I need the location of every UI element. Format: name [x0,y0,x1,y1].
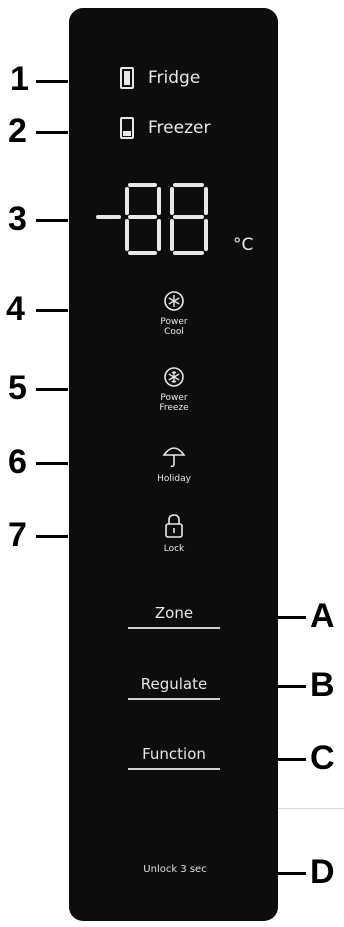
holiday-indicator: Holiday [144,443,204,484]
power-freeze-icon [164,367,184,387]
celsius-unit: °C [233,235,254,255]
callout-7: 7 [8,516,27,554]
holiday-label: Holiday [157,474,191,484]
zone-button[interactable]: Zone [128,604,220,629]
lock-icon [165,514,183,538]
fridge-icon [120,67,134,89]
callout-line-b [278,685,306,688]
power-freeze-label: Power Freeze [159,393,189,413]
callout-a: A [310,597,335,635]
power-cool-indicator: Power Cool [144,290,204,337]
callout-line-1 [36,80,68,83]
callout-b: B [310,666,335,704]
power-cool-label: Power Cool [160,317,188,337]
callout-line-c [278,758,306,761]
power-freeze-indicator: Power Freeze [144,366,204,413]
lock-label: Lock [163,544,185,554]
callout-line-7 [36,535,68,538]
callout-line-6 [36,462,68,465]
fridge-label: Fridge [148,68,201,88]
temperature-display: °C [95,177,260,267]
callout-2: 2 [8,112,27,150]
callout-line-d [278,872,306,875]
callout-line-3 [36,219,68,222]
callout-c: C [310,739,335,777]
callout-line-4 [36,309,68,312]
callout-line-5 [36,388,68,391]
function-button[interactable]: Function [128,745,220,770]
holiday-umbrella-icon [162,447,186,468]
regulate-button[interactable]: Regulate [128,675,220,700]
callout-d: D [310,853,335,891]
power-cool-icon [164,291,184,311]
separator-line [278,808,344,809]
callout-5: 5 [8,369,27,407]
fridge-mode: Fridge [120,67,200,89]
unlock-button[interactable]: Unlock 3 sec [143,864,207,875]
callout-1: 1 [10,60,29,98]
callout-6: 6 [8,443,27,481]
callout-line-a [278,616,306,619]
callout-4: 4 [6,290,25,328]
freezer-mode: Freezer [120,117,210,139]
callout-line-2 [36,131,68,134]
seven-segment-digits [96,183,208,255]
callout-3: 3 [8,200,27,238]
freezer-label: Freezer [148,118,211,138]
freezer-icon [120,117,134,139]
lock-indicator: Lock [144,513,204,554]
